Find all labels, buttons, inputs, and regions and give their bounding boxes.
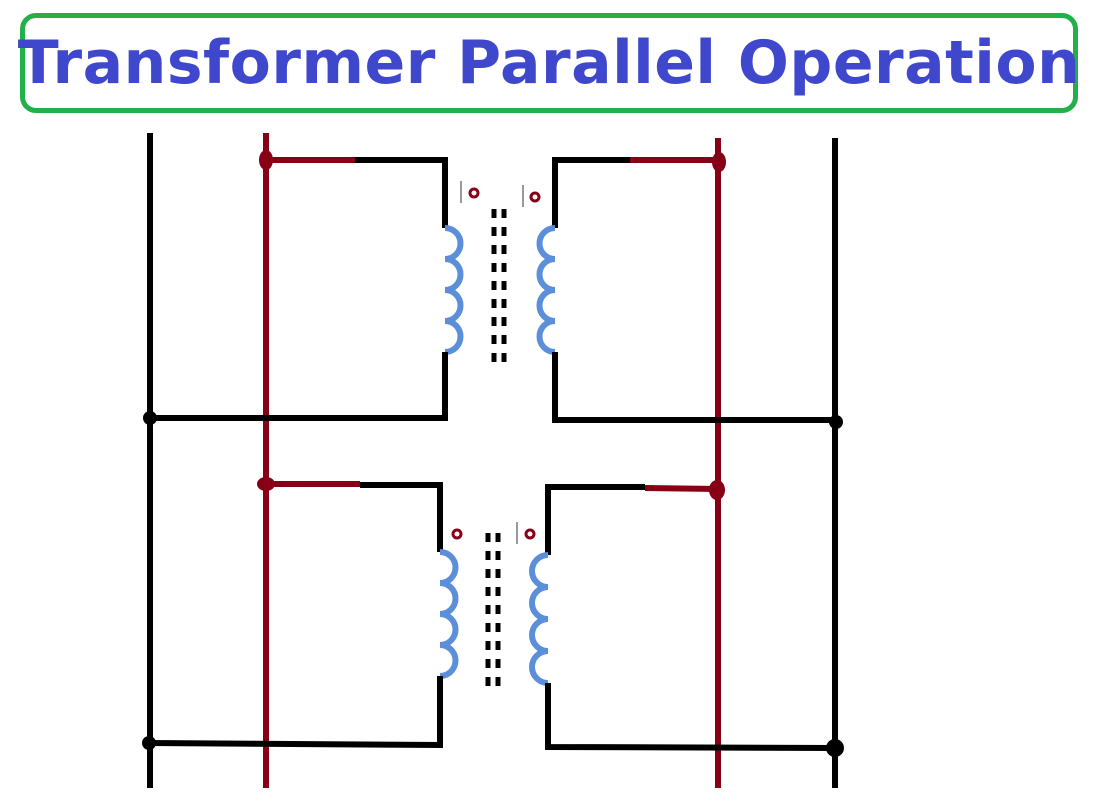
transformer-2-primary [149, 481, 459, 749]
transformer-2-polarity-marks [451, 522, 536, 544]
transformer-1-polarity-marks [460, 181, 541, 207]
transformer-1-primary [150, 157, 464, 421]
transformer-1-secondary [536, 157, 835, 423]
transformer-2-core [485, 533, 501, 692]
transformer-2-secondary [529, 484, 836, 751]
diagram-title: Transformer Parallel Operation [17, 28, 1081, 98]
junction-dots [142, 150, 844, 757]
transformer-1-core [491, 209, 507, 368]
title-box: Transformer Parallel Operation [17, 13, 1081, 113]
